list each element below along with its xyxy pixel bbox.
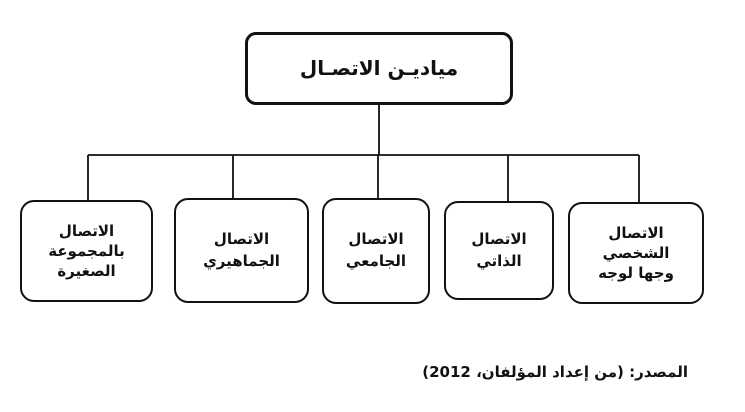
node-small-group-communication: الاتصال بالمجموعة الصغيرة: [20, 200, 153, 302]
node-label-line: الاتصال: [58, 221, 115, 240]
node-self-communication: الاتصال الذاتي: [444, 201, 554, 300]
node-label-line: الاتصال: [608, 223, 664, 242]
node-label-line: الذاتي: [476, 251, 522, 270]
node-label-line: وجها لوجه: [598, 264, 674, 283]
node-label-line: الشخصي: [602, 243, 670, 262]
node-label-line: الاتصال: [348, 230, 404, 249]
node-mass-communication: الاتصال الجماهيري: [174, 198, 309, 303]
node-label-line: الاتصال: [471, 229, 527, 248]
source-note: المصدر: (من إعداد المؤلفان، 2012): [422, 363, 688, 381]
node-personal-face-to-face-communication: الاتصال الشخصي وجها لوجه: [568, 202, 704, 304]
node-collective-communication: الاتصال الجامعي: [322, 198, 430, 304]
node-root: مياديـن الاتصـال: [245, 32, 513, 105]
node-label-line: الصغيرة: [57, 262, 116, 281]
node-label-line: بالمجموعة: [48, 241, 125, 260]
node-label-line: الجامعي: [345, 252, 407, 270]
node-root-label: مياديـن الاتصـال: [299, 56, 459, 80]
node-label-line: الجماهيري: [203, 251, 280, 270]
node-label-line: الاتصال: [213, 229, 270, 248]
